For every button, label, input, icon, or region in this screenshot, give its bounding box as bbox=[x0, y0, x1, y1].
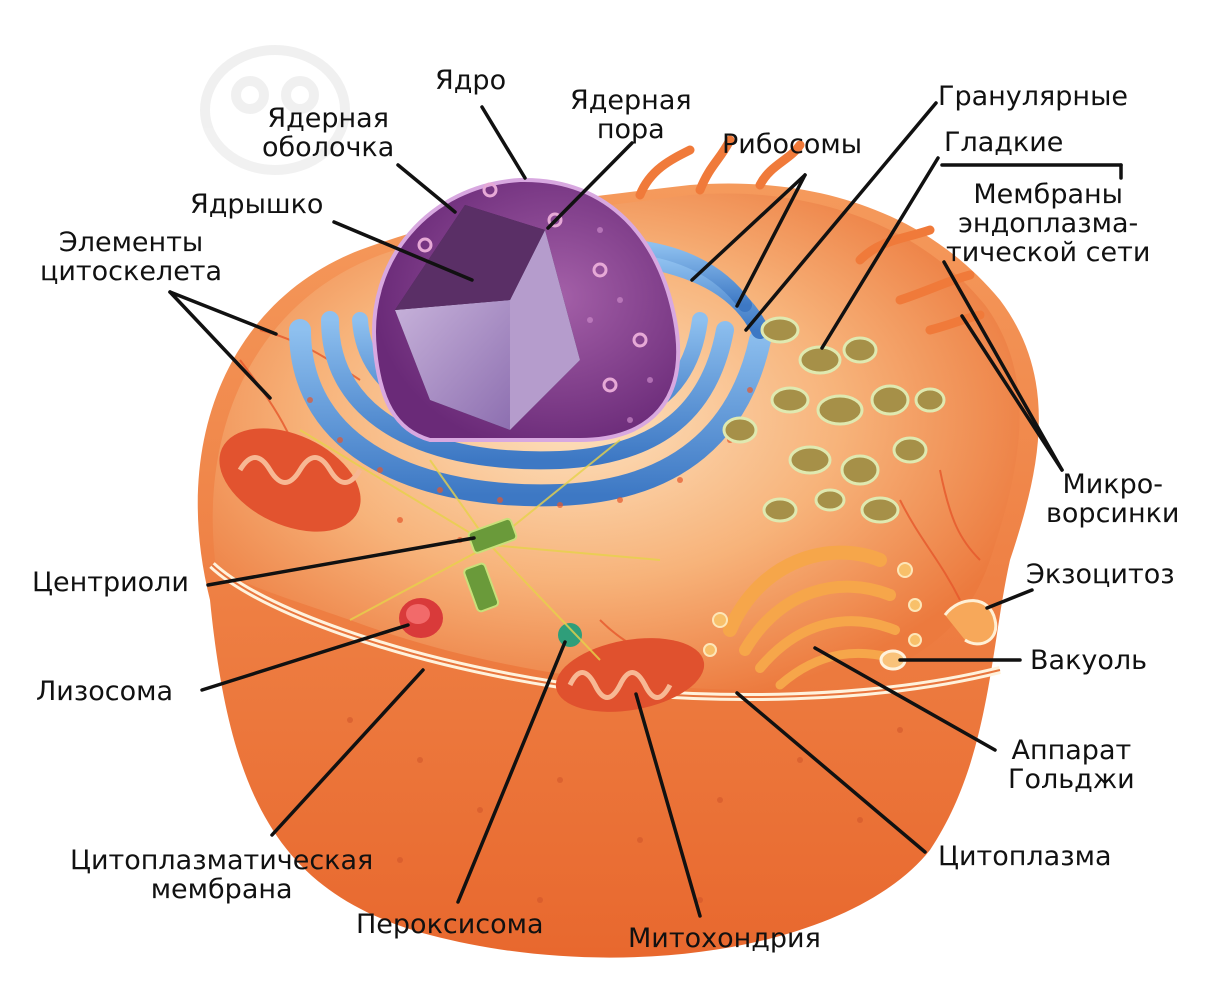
centrioles bbox=[463, 517, 518, 613]
mitochondrion bbox=[555, 638, 705, 712]
leader-lines bbox=[168, 101, 1123, 918]
microvilli bbox=[635, 135, 985, 335]
nucleus bbox=[372, 177, 681, 442]
golgi-vesicles bbox=[703, 562, 922, 657]
label-microvilli: Микро-ворсинки bbox=[1046, 469, 1180, 529]
label-vacuole: Вакуоль bbox=[1030, 645, 1148, 676]
label-centrioles: Центриоли bbox=[32, 567, 189, 598]
label-mitochondrion: Митохондрия bbox=[628, 923, 821, 954]
label-granular: Гранулярные bbox=[938, 81, 1129, 112]
label-nucleus: Ядро bbox=[435, 65, 507, 96]
label-cytoplasm: Цитоплазма bbox=[938, 841, 1112, 872]
watermark-logo bbox=[200, 45, 350, 175]
label-nucleolus: Ядрышко bbox=[190, 189, 324, 220]
mitochondrion-left bbox=[219, 428, 363, 532]
label-smooth: Гладкие bbox=[944, 127, 1064, 158]
label-lysosome: Лизосома bbox=[36, 676, 174, 707]
lysosome bbox=[399, 598, 443, 638]
golgi-apparatus bbox=[723, 545, 905, 690]
exocytosis-vesicle bbox=[943, 599, 998, 646]
label-exocytosis: Экзоцитоз bbox=[1026, 559, 1175, 590]
peroxisome bbox=[558, 623, 582, 647]
label-peroxisome: Пероксисома bbox=[356, 909, 544, 940]
smooth-er bbox=[722, 316, 946, 524]
label-ribosomes: Рибосомы bbox=[722, 129, 863, 160]
